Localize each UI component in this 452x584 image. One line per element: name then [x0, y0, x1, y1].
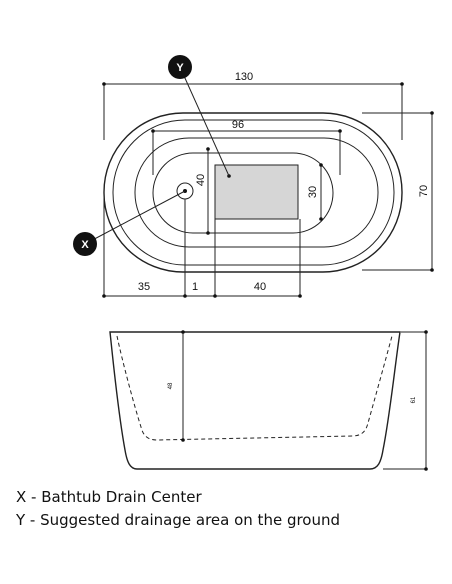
dim-inner-length: 96 [232, 119, 244, 131]
marker-x-leader [84, 190, 186, 245]
marker-x-label: X [81, 239, 89, 251]
dim-outer-height: 61 [411, 396, 417, 403]
marker-y-badge [168, 55, 192, 79]
dim-offset-40: 40 [254, 281, 266, 293]
dim-width: 70 [418, 185, 430, 197]
dim-offset-35: 35 [138, 281, 150, 293]
legend-drain-center: X - Bathtub Drain Center [16, 488, 202, 506]
marker-y-leader [179, 66, 230, 177]
suggested-drainage-area [214, 164, 299, 220]
tub-floor-outline [152, 152, 334, 234]
legend-drainage-area: Y - Suggested drainage area on the groun… [16, 511, 341, 529]
dim-area-width-side: 30 [307, 186, 319, 198]
top-view: 130 96 70 40 30 35 1 [73, 55, 434, 298]
tub-inner-rim [112, 119, 395, 266]
tub-side-profile [109, 331, 401, 470]
dim-area-height: 40 [195, 174, 207, 186]
tub-basin-outline [134, 137, 379, 248]
dim-total-length: 130 [235, 71, 253, 83]
dim-offset-1: 1 [192, 281, 198, 293]
marker-x-badge [73, 232, 97, 256]
dim-inner-depth: 48 [168, 382, 174, 389]
tub-inner-basin-profile [116, 335, 393, 441]
side-view: 48 61 [109, 330, 428, 471]
marker-y-label: Y [176, 62, 184, 74]
